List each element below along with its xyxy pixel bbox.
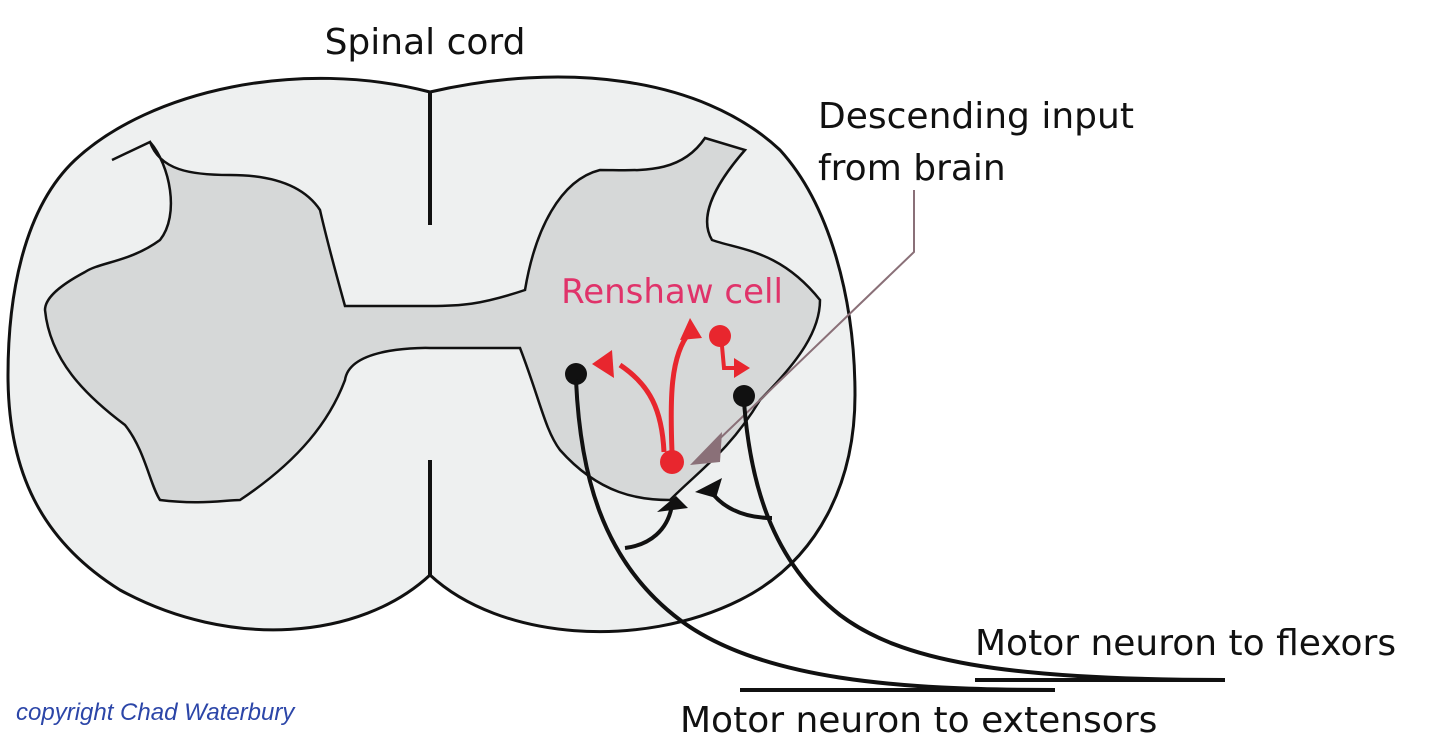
extensor-motor-neuron-axon: [574, 379, 1056, 692]
descending-input-line1: Descending input: [818, 96, 1134, 137]
renshaw-axon-right: [668, 330, 692, 453]
renshaw-second-soma: [709, 325, 731, 347]
renshaw-axon-left-arrowhead: [592, 350, 614, 378]
gray-matter: [43, 136, 822, 504]
descending-input-label: Descending input: [818, 96, 1134, 137]
renshaw-axon-right-arrowhead: [680, 318, 702, 340]
descending-input-arrowhead: [690, 432, 722, 465]
descending-input-line2: from brain: [818, 148, 1006, 189]
renshaw-cell: [592, 318, 750, 474]
extensors-label: Motor neuron to extensors: [680, 700, 1157, 741]
flexor-collateral-arrowhead: [695, 478, 722, 498]
flexor-motor-neuron-axon: [742, 401, 1226, 682]
descending-input-label-line2: from brain: [818, 148, 1006, 189]
flexor-motor-neuron-soma: [733, 385, 755, 407]
extensor-motor-neuron-soma: [565, 363, 587, 385]
copyright-text: copyright Chad Waterbury: [16, 699, 296, 726]
extensor-collateral: [624, 504, 674, 550]
renshaw-axon-left: [618, 362, 667, 453]
renshaw-cell-label: Renshaw cell: [561, 272, 783, 312]
descending-input-pointer: [709, 190, 915, 449]
extensor-collateral-arrowhead: [657, 496, 688, 512]
flexors-label: Motor neuron to flexors: [975, 623, 1396, 664]
renshaw-second-axon-arrowhead: [734, 358, 750, 378]
renshaw-cell-soma: [660, 450, 684, 474]
diagram-title: Spinal cord: [325, 22, 526, 63]
